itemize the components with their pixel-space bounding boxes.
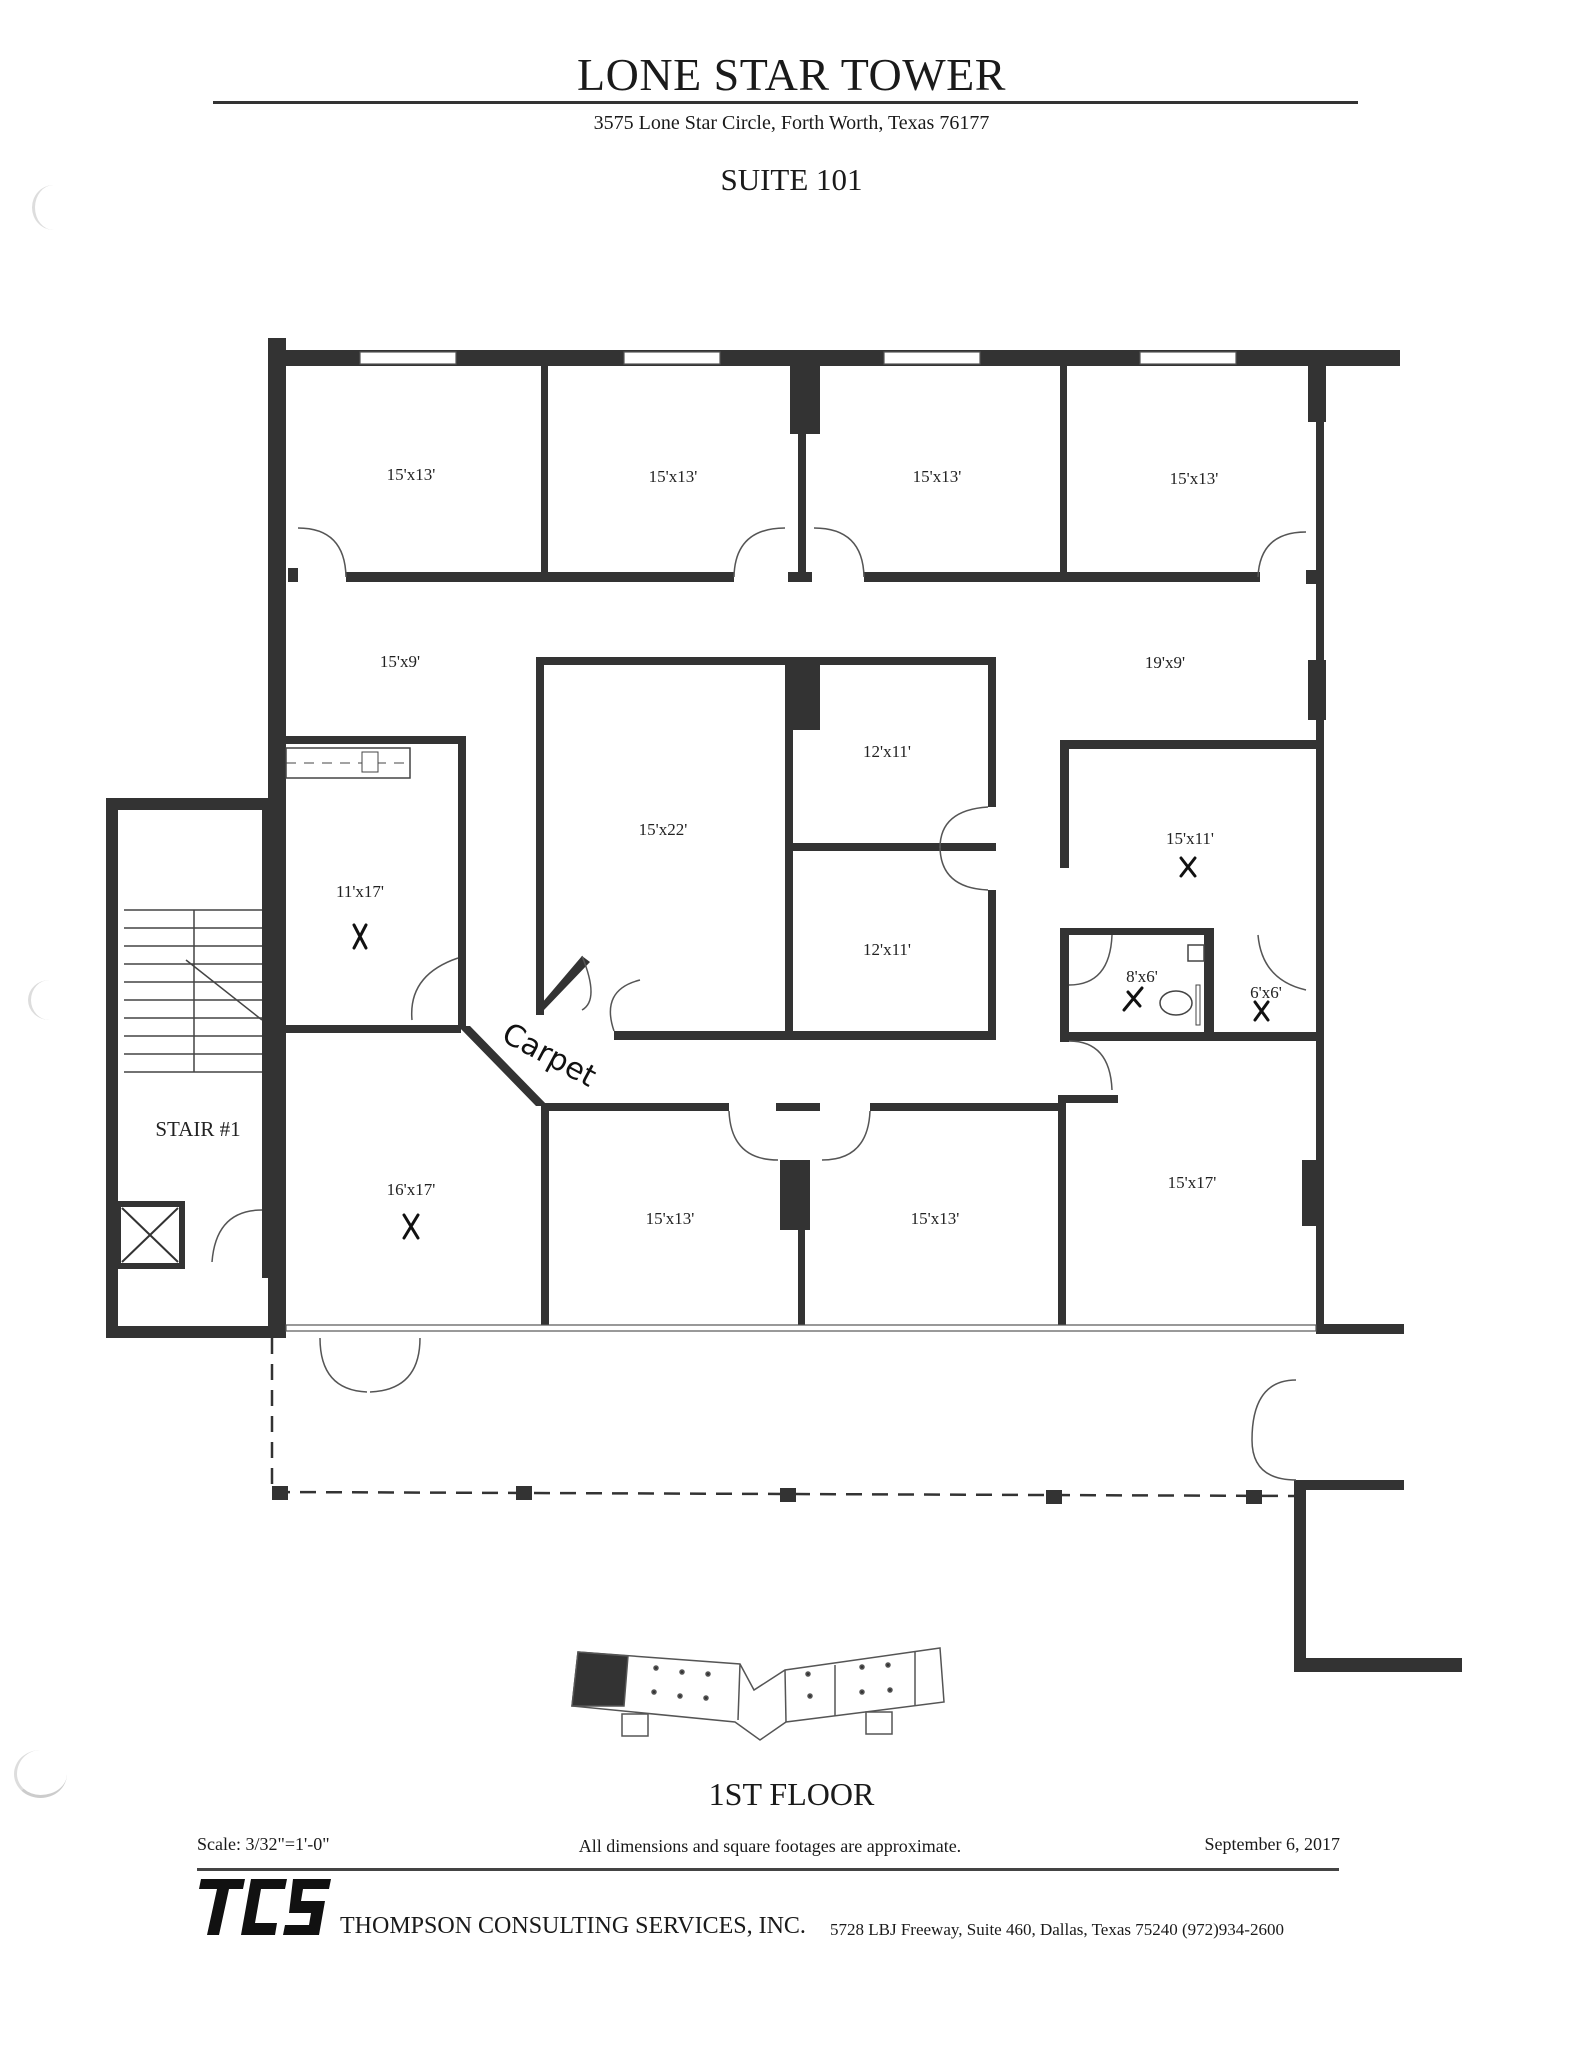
room-dimension-label: 15'x13' [646,1209,695,1228]
door-swings [211,527,1307,1481]
interior-walls [106,362,1326,1338]
key-plan [571,1647,945,1741]
scale-note: Scale: 3/32"=1'-0" [197,1834,330,1854]
binder-punch-mark [14,1750,67,1798]
header-divider [213,101,1358,104]
binder-punch-mark [28,980,71,1020]
room-dimension-label: 15'x17' [1168,1173,1217,1192]
x-mark-icon [352,923,368,950]
room-dimension-label: 15'x13' [649,467,698,486]
x-marks [352,856,1270,1240]
footer-divider [197,1868,1339,1871]
x-mark-icon [1253,1000,1270,1022]
room-dimension-label: 15'x13' [911,1209,960,1228]
storefront-glass [285,1324,1317,1332]
room-labels: 15'x13' 15'x13' 15'x13' 15'x13' 15'x9' 1… [155,465,1281,1228]
floor-label: 1ST FLOOR [708,1776,875,1812]
stair-label: STAIR #1 [155,1117,240,1141]
tcs-logo-icon [199,1879,331,1935]
room-dimension-label: 15'x13' [1170,469,1219,488]
room-dimension-label: 6'x6' [1250,983,1282,1002]
x-mark-icon [402,1213,420,1240]
room-dimension-label: 8'x6' [1126,967,1158,986]
room-dimension-label: 15'x13' [913,467,962,486]
room-dimension-label: 12'x11' [863,940,911,959]
kitchen-counter [285,747,411,779]
plan-date: September 6, 2017 [1204,1834,1340,1854]
room-dimension-label: 12'x11' [863,742,911,761]
suite-number: SUITE 101 [720,162,863,197]
elevator-shaft [115,1201,185,1269]
stair-treads [124,909,263,1073]
building-address: 3575 Lone Star Circle, Forth Worth, Texa… [593,112,990,134]
building-title: LONE STAR TOWER [577,49,1006,100]
handwritten-carpet-note: Carpet [496,1016,602,1094]
windows [359,351,1237,365]
exterior-walls [268,338,1462,1672]
room-dimension-label: 15'x13' [387,465,436,484]
room-dimension-label: 19'x9' [1145,653,1185,672]
x-mark-icon [1179,856,1197,878]
binder-punch-mark [32,185,75,230]
room-dimension-label: 15'x9' [380,652,420,671]
company-address: 5728 LBJ Freeway, Suite 460, Dallas, Tex… [830,1920,1284,1939]
room-dimension-label: 16'x17' [387,1180,436,1199]
room-dimension-label: 11'x17' [336,882,384,901]
restroom-fixtures [1159,944,1205,1026]
disclaimer-note: All dimensions and square footages are a… [578,1836,962,1856]
canopy-outline [270,1338,1299,1504]
company-name: THOMPSON CONSULTING SERVICES, INC. [340,1913,806,1939]
room-dimension-label: 15'x22' [639,820,688,839]
x-mark-icon [1122,986,1144,1012]
room-dimension-label: 15'x11' [1166,829,1214,848]
